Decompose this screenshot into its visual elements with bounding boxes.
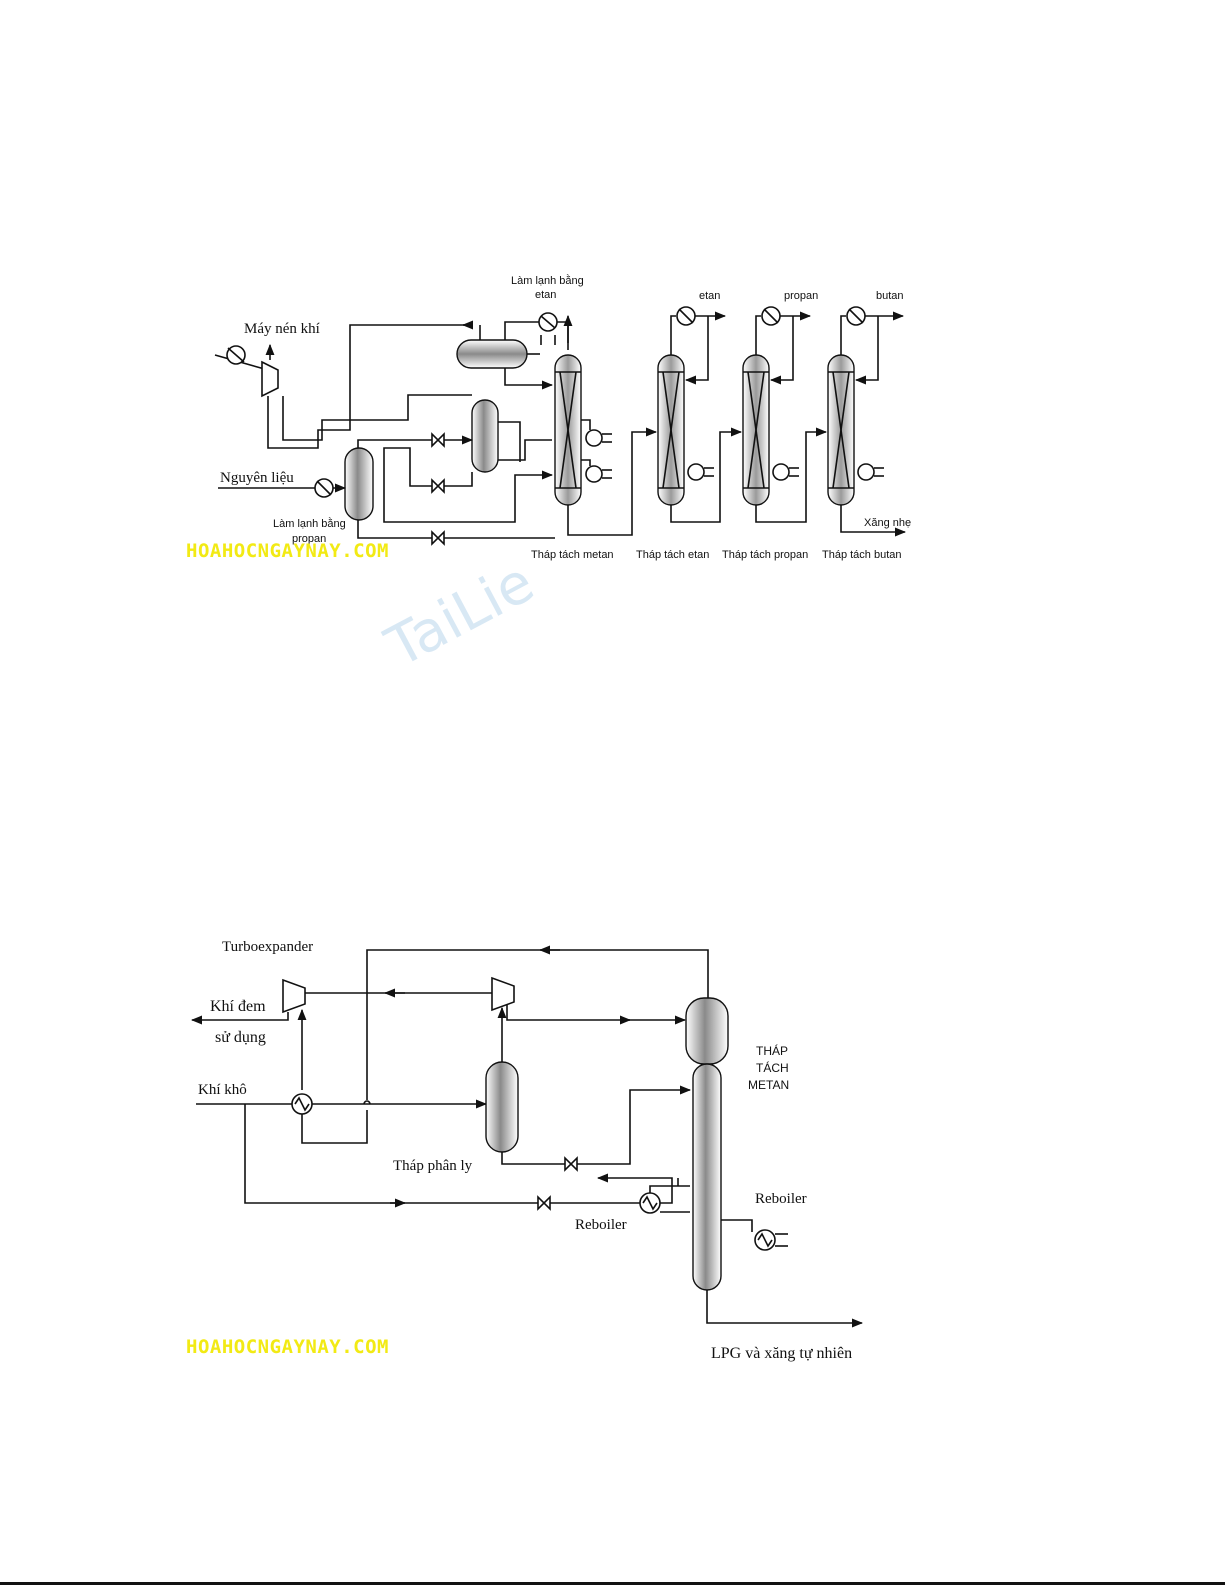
line-compressor-to-top (267, 324, 470, 449)
turboexpander-icon (282, 978, 306, 1014)
label-ethane-cooling-2: etan (535, 289, 556, 301)
label-product-butane: butan (876, 290, 904, 302)
label-dry-gas: Khí khô (198, 1082, 247, 1098)
reboiler-icon (687, 463, 705, 481)
reboiler-icon (857, 463, 875, 481)
label-reboiler-left: Reboiler (575, 1217, 627, 1233)
label-demethanizer: Tháp tách metan (531, 549, 614, 561)
label-deethanizer: Tháp tách etan (636, 549, 709, 561)
label-depropanizer: Tháp tách propan (722, 549, 808, 561)
label-turboexpander: Turboexpander (222, 939, 313, 955)
label-propane-cooling-1: Làm lạnh bằng (273, 517, 346, 530)
reflux-drum-horizontal (456, 339, 528, 369)
valve-icon (537, 1195, 551, 1211)
line-compressor-to-separator (282, 394, 472, 441)
label-debutanizer: Tháp tách butan (822, 549, 902, 561)
demethanizer-column-top (685, 997, 729, 1065)
reboiler-icon (585, 429, 603, 447)
label-column-3: METAN (748, 1078, 789, 1092)
separator-vessel-1 (344, 447, 374, 521)
label-product: LPG và xăng tự nhiên (711, 1345, 852, 1362)
valve-icon (431, 530, 445, 546)
valve-icon (431, 432, 445, 448)
bottom-rule (0, 1582, 1225, 1585)
demethanizer-column (692, 1063, 722, 1291)
valve-icon (564, 1156, 578, 1172)
compressor-icon (491, 976, 515, 1012)
label-gas-use-1: Khí đem (210, 998, 266, 1015)
label-product-ethane: etan (699, 290, 720, 302)
separator-vessel-2 (471, 399, 499, 473)
top-loop-line (366, 949, 709, 1100)
source-mark-1: HOAHOCNGAYNAY.COM (186, 540, 389, 562)
valve-icon (431, 478, 445, 494)
label-compressor: Máy nén khí (244, 321, 320, 337)
diagram-1-gas-fractionation: Máy nén khí Nguyên liệu Làm lạnh bằng et… (186, 274, 911, 562)
reboiler-icon (772, 463, 790, 481)
label-ethane-cooling-1: Làm lạnh bằng (511, 274, 584, 287)
reboiler-icon (585, 465, 603, 483)
source-mark-2: HOAHOCNGAYNAY.COM (186, 1336, 389, 1358)
label-light-gasoline: Xăng nhẹ (864, 517, 911, 529)
compressor-icon (261, 360, 279, 398)
label-column-1: THÁP (756, 1043, 788, 1058)
label-product-propane: propan (784, 290, 818, 302)
label-reboiler-right: Reboiler (755, 1191, 807, 1207)
diagram-2-turboexpander: Turboexpander Khí đem sử dụng Khí khô Th… (186, 939, 864, 1362)
watermark: TaiLie (375, 550, 544, 681)
label-propane-cooling-2: propan (292, 533, 326, 545)
label-separator: Tháp phân ly (393, 1158, 473, 1174)
label-gas-use-2: sử dụng (215, 1029, 266, 1046)
separator-vessel (485, 1061, 519, 1153)
label-column-2: TÁCH (756, 1060, 789, 1075)
label-feed: Nguyên liệu (220, 470, 294, 486)
